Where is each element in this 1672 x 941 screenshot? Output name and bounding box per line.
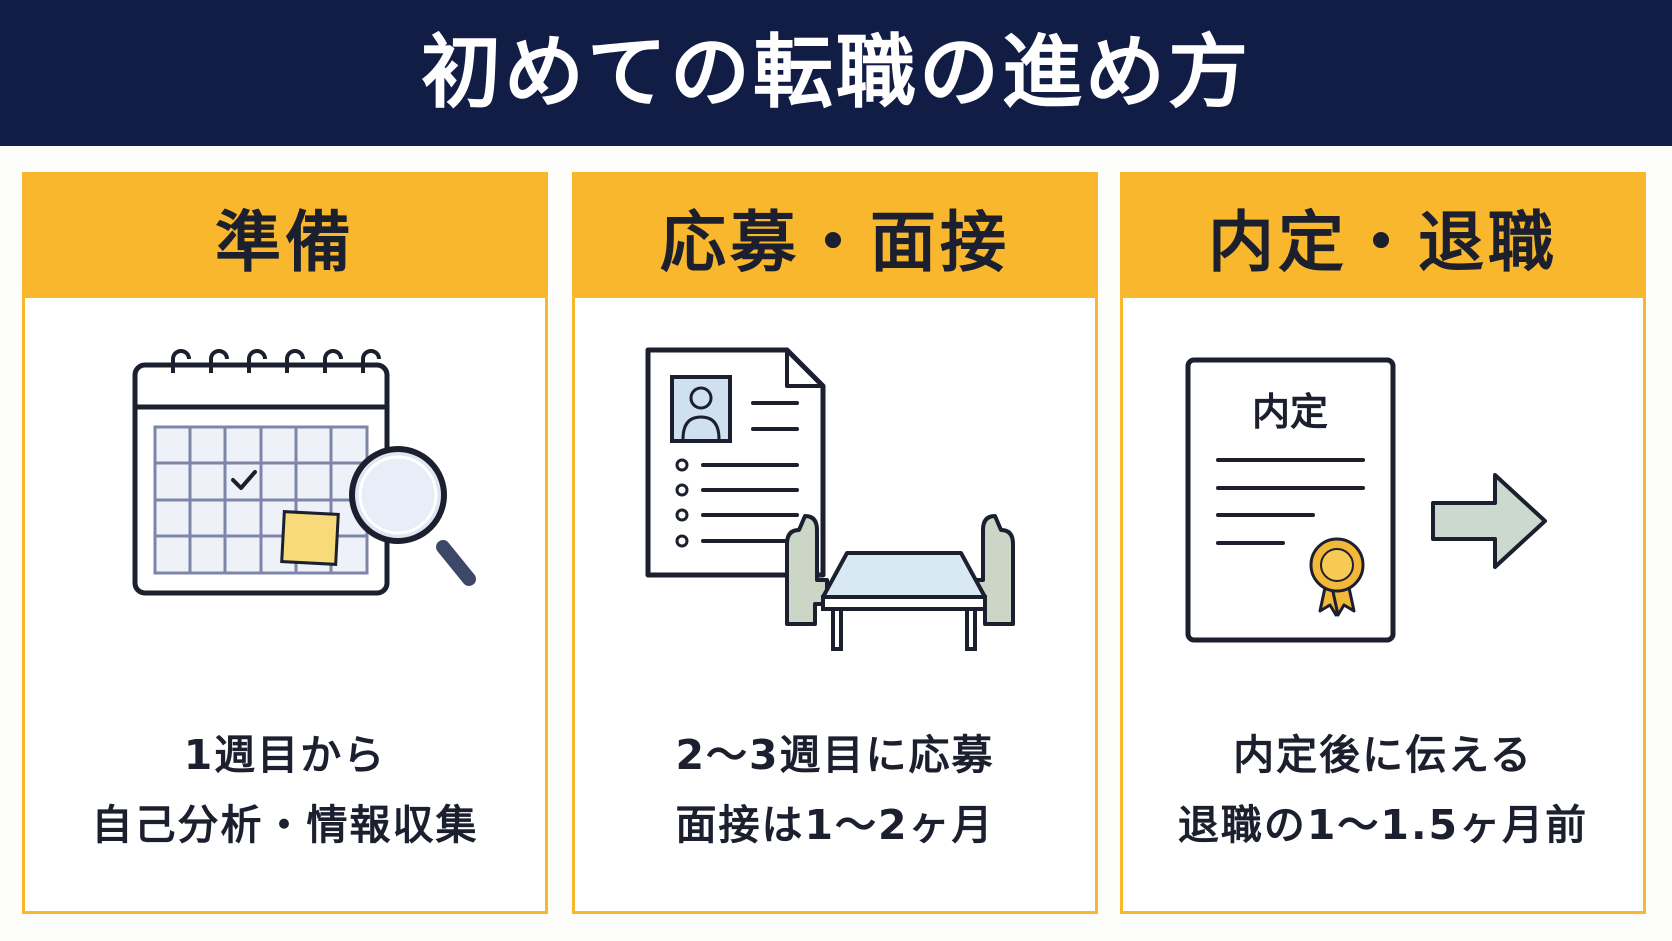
- step-heading: 応募・面接: [660, 203, 1010, 281]
- step-description: 1週目から 自己分析・情報収集: [25, 720, 545, 860]
- step-header: 内定・退職: [1123, 175, 1643, 298]
- step-description-line-2: 自己分析・情報収集: [91, 801, 479, 849]
- resume-interview-table-icon: [645, 347, 1015, 651]
- step-description-line-2: 退職の1～1.5ヶ月前: [1177, 801, 1589, 849]
- step-card-application-interview: 応募・面接: [572, 172, 1098, 914]
- calendar-magnifier-icon: [132, 349, 476, 596]
- step-description-line-2: 面接は1～2ヶ月: [675, 801, 995, 849]
- step-card-offer-resignation: 内定・退職 内定 内定後に伝える 退職の1～1.5ヶ月前: [1120, 172, 1646, 914]
- step-header: 応募・面接: [575, 175, 1095, 298]
- step-header: 準備: [25, 175, 545, 298]
- step-heading: 準備: [215, 203, 355, 281]
- step-heading: 内定・退職: [1208, 203, 1558, 281]
- page-title: 初めての転職の進め方: [421, 26, 1251, 119]
- title-banner: 初めての転職の進め方: [0, 0, 1672, 146]
- step-description-line-1: 1週目から: [183, 731, 387, 779]
- step-description-line-1: 内定後に伝える: [1233, 731, 1533, 779]
- step-description: 内定後に伝える 退職の1～1.5ヶ月前: [1123, 720, 1643, 860]
- offer-letter-arrow-icon: 内定: [1185, 357, 1547, 643]
- step-card-preparation: 準備: [22, 172, 548, 914]
- offer-document-label: 内定: [1252, 390, 1328, 434]
- step-description-line-1: 2～3週目に応募: [675, 731, 995, 779]
- step-description: 2～3週目に応募 面接は1～2ヶ月: [575, 720, 1095, 860]
